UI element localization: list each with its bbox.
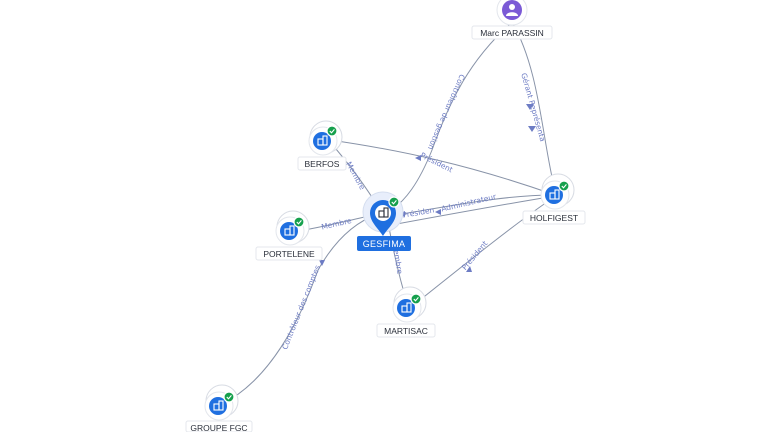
building-icon <box>213 400 224 411</box>
verified-check-icon <box>326 125 338 137</box>
verified-check-icon <box>388 196 400 208</box>
verified-check-icon <box>558 180 570 192</box>
edge-label-marc-holfigest: Gérant Représentant <box>0 0 547 143</box>
building-icon <box>317 135 328 146</box>
building-icon <box>401 302 412 313</box>
edge-label-marc-gesfima: Contrôleur de gestion <box>426 73 467 152</box>
arrow-marker <box>415 155 421 161</box>
node-berfos[interactable]: BERFOS <box>297 120 347 171</box>
checkmark-icon <box>391 200 397 205</box>
node-label: GROUPE FGC <box>190 423 247 432</box>
node-label: PORTELENE <box>263 249 315 259</box>
verified-check-icon <box>293 216 305 228</box>
edge-label-portelene-gesfima: Membre <box>320 216 352 232</box>
node-gesfima[interactable]: GESFIMA <box>357 191 411 251</box>
person-icon <box>506 4 518 16</box>
checkmark-icon <box>329 129 335 134</box>
arrow-marker <box>466 266 472 272</box>
edge-label-holfigest-martisac: Président <box>460 239 490 272</box>
checkmark-icon <box>226 395 232 400</box>
node-label: HOLFIGEST <box>530 213 578 223</box>
checkmark-icon <box>561 184 567 189</box>
node-label: Marc PARASSIN <box>480 28 544 38</box>
pin-inner <box>375 205 391 221</box>
node-label-box <box>297 156 347 171</box>
node-label-box <box>471 25 553 40</box>
checkmark-icon <box>296 220 302 225</box>
node-label-box <box>185 420 253 432</box>
building-icon <box>549 189 560 200</box>
node-holfigest[interactable]: HOLFIGEST <box>522 173 586 225</box>
edge-label-holfigest-gesfima-administrateur: Administrateur <box>440 192 498 214</box>
focus-label: GESFIMA <box>363 239 406 249</box>
node-portelene[interactable]: PORTELENE <box>255 210 323 261</box>
checkmark-icon <box>413 297 419 302</box>
edge-marc-gesfima <box>391 23 511 211</box>
node-martisac[interactable]: MARTISAC <box>376 286 436 338</box>
node-marc-parassin[interactable]: Marc PARASSIN <box>471 0 553 40</box>
arrow-marker <box>435 209 441 215</box>
edge-label-groupe-gesfima: Contrôleur des comptes <box>280 264 322 351</box>
building-icon <box>284 225 295 236</box>
node-label: MARTISAC <box>384 326 428 336</box>
edge-label-berfos-gesfima: Membre <box>344 160 367 192</box>
node-label-box <box>376 323 436 338</box>
edge-label-holfigest-gesfima-president: Président <box>0 0 435 220</box>
node-groupe-fgc[interactable]: GROUPE FGC <box>185 384 253 432</box>
arrow-marker <box>528 126 536 132</box>
verified-check-icon <box>223 391 235 403</box>
node-label-box <box>255 246 323 261</box>
node-label: BERFOS <box>305 159 340 169</box>
verified-check-icon <box>410 293 422 305</box>
arrow-marker <box>526 104 534 110</box>
arrow-marker <box>319 260 325 266</box>
node-label-box <box>522 210 586 225</box>
focus-label-box <box>357 236 411 251</box>
building-icon <box>378 207 389 218</box>
